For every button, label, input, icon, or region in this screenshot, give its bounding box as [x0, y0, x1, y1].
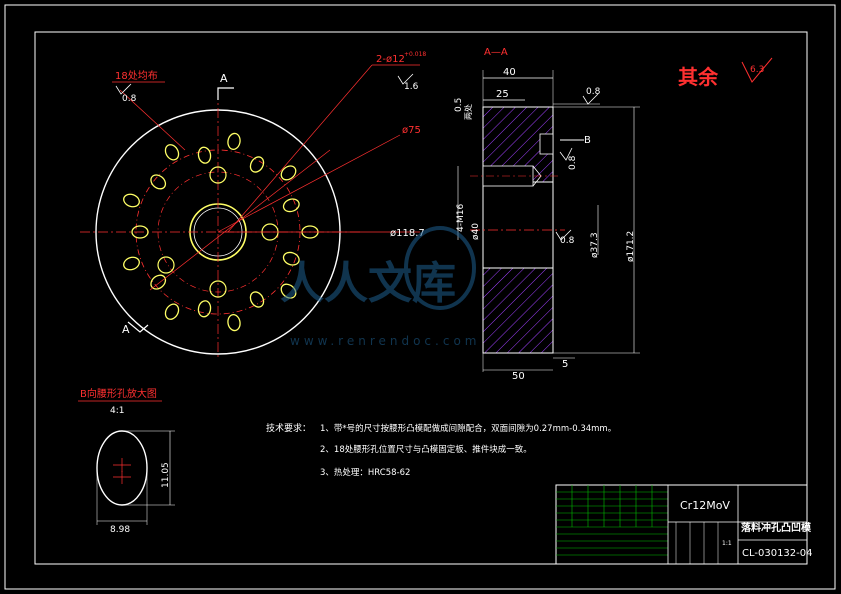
- technical-notes: 技术要求： 1、带*号的尺寸按腰形凸模配做成间隙配合，双面间隙为0.27mm-0…: [266, 422, 616, 478]
- label-d118: ø118.7: [390, 228, 425, 239]
- waist-hole: [123, 193, 140, 208]
- title-block-frame: [555, 484, 808, 565]
- tb-drawing-no: CL-030132-04: [742, 548, 813, 559]
- tb-part-name: 落料冲孔凸凹模: [741, 521, 812, 534]
- rough-in-symbol: [555, 229, 572, 241]
- dia-40: ø40: [471, 223, 481, 240]
- waist-hole: [280, 283, 297, 299]
- label-2holes: 2-ø12: [376, 54, 405, 65]
- dim-5: 5: [562, 359, 568, 370]
- waist-hole: [150, 274, 167, 290]
- detail-height: 11.05: [161, 462, 171, 488]
- tb-material: Cr12MoV: [680, 499, 730, 512]
- watermark: 人人文库 www.renrendoc.com: [280, 226, 480, 348]
- section-view: A—A 40 25 0.5 两处 0.8 0.8 0.8 B: [454, 47, 640, 382]
- waist-hole: [249, 291, 265, 308]
- section-marker-bottom: [127, 321, 149, 333]
- title-block-grid: [556, 485, 719, 564]
- inner-frame: [34, 31, 808, 565]
- watermark-logo: 人人文库: [280, 258, 456, 309]
- thread-hole-front: [209, 280, 227, 298]
- waist-hole: [164, 144, 180, 161]
- tech-item-3: 3、热处理：HRC58-62: [320, 467, 410, 478]
- dim-05: 0.5: [454, 98, 464, 112]
- section-marker-top: [217, 87, 234, 100]
- waist-hole: [282, 251, 300, 266]
- label-d75: ø75: [402, 125, 421, 136]
- tech-heading: 技术要求：: [266, 422, 311, 434]
- front-view: A A 18处均布 0.8 2-ø12 +0.018 1.6 ø75 ø118.…: [80, 51, 426, 360]
- tech-item-2: 2、18处腰形孔位置尺寸与凸模固定板、推件块成一致。: [320, 444, 532, 455]
- section-label-bottom: A: [122, 323, 130, 336]
- tech-item-1: 1、带*号的尺寸按腰形凸模配做成间隙配合，双面间隙为0.27mm-0.34mm。: [320, 423, 616, 434]
- label-rough-top-left: 0.8: [122, 94, 137, 104]
- roughness-symbol-holes: [397, 73, 414, 85]
- label-rough-holes: 1.6: [404, 82, 419, 92]
- dim-25: 25: [496, 89, 509, 100]
- watermark-logo-ring: [404, 226, 476, 310]
- remaining-value: 6.3: [750, 65, 764, 75]
- leader-diag: [149, 149, 331, 291]
- detail-title: B向腰形孔放大图: [80, 387, 157, 400]
- rough-mid-symbol: [559, 147, 573, 161]
- section-bottom-body: [482, 267, 554, 354]
- step-upper: [539, 133, 554, 155]
- leader-2holes: [227, 64, 373, 233]
- label-18holes: 18处均布: [115, 70, 158, 82]
- leader-d75: [217, 134, 401, 233]
- thread-hole-front: [209, 166, 227, 184]
- waist-hole: [164, 303, 180, 320]
- tb-scale-value: 1:1: [722, 540, 732, 547]
- thread-label: 4-M16: [456, 204, 466, 232]
- title-block: Cr12MoV 落料冲孔凸凹模 CL-030132-04 1:1: [555, 484, 813, 565]
- outer-frame: [4, 4, 836, 590]
- section-label-top: A: [220, 72, 228, 85]
- remaining-text: 其余: [678, 65, 719, 89]
- dim-05-note: 两处: [463, 104, 473, 120]
- waist-holes-group: [123, 132, 319, 332]
- detail-view: B向腰形孔放大图 4:1 11.05 8.98: [78, 387, 175, 535]
- waist-hole: [197, 146, 212, 164]
- waist-hole: [282, 198, 300, 213]
- remaining-roughness-symbol: [741, 57, 773, 83]
- waist-hole: [280, 165, 297, 181]
- dia-37: ø37.3: [590, 232, 600, 258]
- dim-50: 50: [512, 371, 525, 382]
- rough-top: 0.8: [586, 87, 601, 97]
- watermark-text: www.renrendoc.com: [290, 334, 480, 348]
- label-2holes-tol: +0.018: [404, 51, 426, 58]
- dia-171: ø171.2: [626, 231, 636, 262]
- section-bore: [482, 181, 554, 269]
- waist-hole: [131, 225, 149, 239]
- remaining-roughness: 其余 6.3: [678, 57, 773, 89]
- dim-40: 40: [503, 67, 516, 78]
- rough-in: 0.8: [560, 236, 575, 246]
- rough-mid: 0.8: [568, 155, 578, 170]
- thread-hole-front: [157, 256, 175, 274]
- detail-scale: 4:1: [110, 406, 124, 416]
- waist-hole: [123, 256, 140, 271]
- waist-hole: [227, 132, 241, 150]
- waist-hole: [197, 300, 212, 318]
- waist-hole: [249, 156, 265, 173]
- detail-width: 8.98: [110, 525, 130, 535]
- section-title: A—A: [484, 47, 508, 58]
- waist-hole: [227, 314, 241, 332]
- roughness-symbol-top-left: [115, 83, 132, 95]
- b-marker: B: [584, 135, 591, 146]
- leader-18holes: [119, 89, 186, 151]
- waist-hole: [150, 174, 167, 190]
